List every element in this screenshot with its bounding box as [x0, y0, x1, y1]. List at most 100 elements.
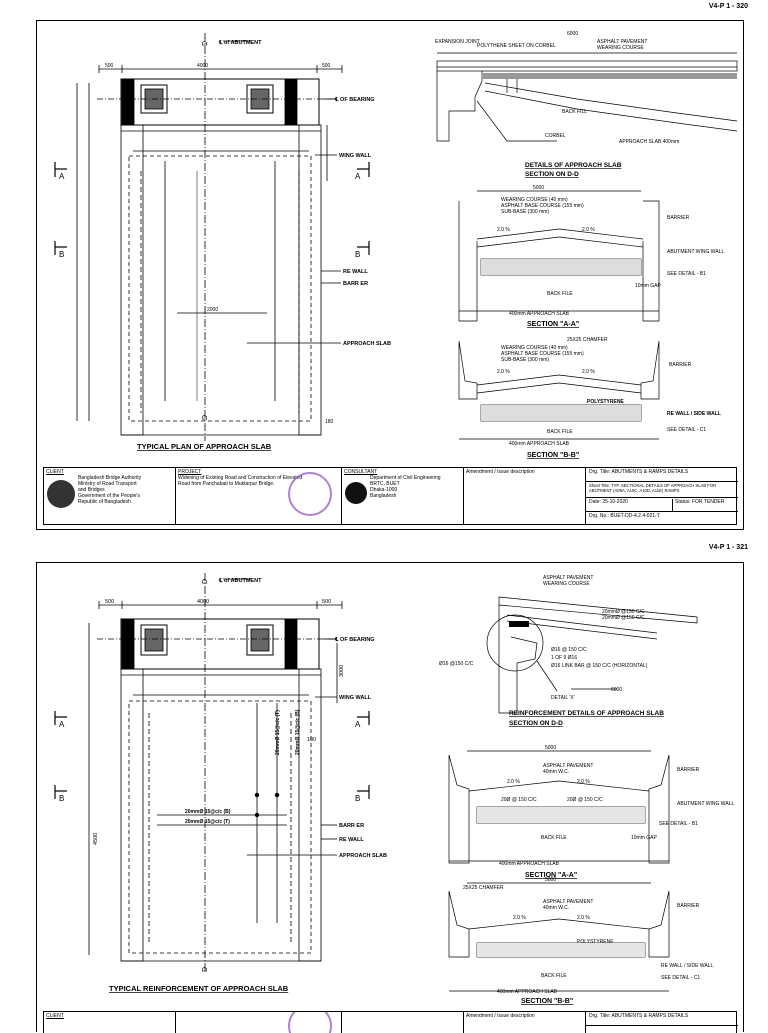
- drg-no: Drg. No.: BUET-DD-4.2.4-021-T: [589, 513, 660, 519]
- wing-wall-label: WING WALL: [339, 153, 372, 159]
- reinf-detail-drawing: [486, 596, 698, 714]
- re-wall-label-2: RE WALL: [339, 837, 364, 843]
- slab-fill-bb: [481, 405, 641, 421]
- reinf-bb-layer-1: ASPHALT PAVEMENT: [543, 899, 593, 905]
- section-aa-title: SECTION "A-A": [527, 321, 579, 328]
- title-block-1: CLIENT Bangladesh Bridge Authority Minis…: [43, 467, 738, 525]
- buet-logo: [345, 482, 367, 504]
- approval-stamp-2: [288, 1012, 332, 1033]
- reinf-bb-title: SECTION "B-B": [521, 998, 573, 1005]
- dim-4000-2: 4000: [197, 599, 209, 605]
- expansion-joint-label: EXPANSION JOINT: [435, 39, 480, 45]
- date-status-row: Date: 25-10-2020 Status: FOR TENDER: [586, 498, 738, 512]
- bb-barrier: BARRIER: [669, 362, 692, 368]
- corbel-label: CORBEL: [545, 133, 566, 139]
- amendment-cell: Amendment / Issue description: [464, 468, 586, 524]
- client-heading: CLIENT: [46, 469, 64, 475]
- bar-b-label: 20mmØ 15@c/c (B): [185, 809, 231, 815]
- reinf-aa-slope-left: 2.0 %: [507, 779, 520, 785]
- client-heading-2: CLIENT: [46, 1013, 64, 1019]
- date: Date: 25-10-2020: [589, 499, 628, 505]
- reinf-bar-1: 20mmØ @150 C/C: [602, 609, 645, 615]
- bb-re-wall: RE WALL / SIDE WALL: [667, 411, 721, 417]
- drawing-info-cell: Drg. Title: ABUTMENTS & RAMPS DETAILS Sh…: [586, 468, 738, 524]
- drg-title: Drg. Title: ABUTMENTS & RAMPS DETAILS: [586, 468, 738, 482]
- reinf-bar-4: Ø16 @150 C/C: [439, 661, 474, 667]
- reinf-bar-3: Ø16 @ 150 C/C: [551, 647, 587, 653]
- reinf-aa-bar-right: 20Ø @ 150 C/C: [567, 797, 603, 803]
- section-bb-title: SECTION "B-B": [527, 452, 579, 459]
- asphalt-label: ASPHALT PAVEMENT: [597, 39, 647, 45]
- section-b-marker-right: B: [355, 250, 360, 259]
- reinf-bar-5: 1 OF 9 Ø16: [551, 655, 577, 661]
- approach-slab-label-2: APPROACH SLAB: [339, 853, 387, 859]
- bb-slope-right: 2.0 %: [582, 369, 595, 375]
- bar-intersection: [254, 812, 260, 818]
- reinf-aa-gap: 10mm GAP: [631, 835, 658, 841]
- plan-drawing-1: ℄ of ABUTMENT ℄ OF BEARING WING WALL RE …: [54, 31, 738, 459]
- client-cell-2: CLIENT: [44, 1012, 176, 1033]
- aa-layer-3: SUB-BASE (300 mm): [501, 209, 549, 215]
- dim-500-left: 500: [105, 63, 114, 69]
- amendment-cell-2: Amendment / Issue description: [464, 1012, 586, 1033]
- page-number: V4-P 1 - 320: [708, 3, 748, 10]
- reinf-bb-chamfer: 25X25 CHAMFER: [463, 885, 504, 891]
- sheet-title: Sheet Title: TYP. SECTIONAL DETAILS OF A…: [586, 482, 738, 498]
- section-a-marker-right: A: [355, 172, 361, 181]
- reinf-bb-poly: POLYSTYRENE: [577, 939, 614, 945]
- aa-gap: 10mm GAP: [635, 283, 662, 289]
- reinf-bar-6: Ø16 LINK BAR @ 150 C/C (HORIZONTAL): [551, 663, 648, 669]
- polythene-label: POLYTHENE SHEET ON CORBEL: [477, 43, 556, 49]
- aa-abutment-wing-wall: ABUTMENT WING WALL: [667, 249, 724, 255]
- reinf-detail-title: REINFORCEMENT DETAILS OF APPROACH SLAB: [509, 710, 664, 717]
- bb-slab-label: 400mm APPROACH SLAB: [509, 441, 570, 447]
- aa-barrier: BARRIER: [667, 215, 690, 221]
- bearing-label-2: ℄ OF BEARING: [334, 636, 375, 643]
- bar-intersection: [254, 792, 260, 798]
- reinf-aa-layer-1: ASPHALT PAVEMENT: [543, 763, 593, 769]
- dim-6000: 6000: [567, 31, 578, 37]
- slab-fill-aa: [481, 259, 641, 275]
- bearing-label: ℄ OF BEARING: [334, 96, 375, 103]
- amendment-heading-2: Amendment / Issue description: [466, 1013, 535, 1019]
- reinf-bb-barrier: BARRIER: [677, 903, 700, 909]
- aa-see-detail: SEE DETAIL - B1: [667, 271, 706, 277]
- bb-poly: POLYSTYRENE: [587, 399, 624, 405]
- dim-500-right-2: 500: [322, 599, 331, 605]
- consultant-heading: CONSULTANT: [344, 469, 378, 475]
- reinf-bb-layer-2: 40mm W.C.: [543, 905, 569, 911]
- reinf-aa-wing: ABUTMENT WING WALL: [677, 801, 734, 807]
- drawing-sheet-2: ℄ of ABUTMENT ℄ OF BEARING WING WALL BAR…: [36, 562, 744, 1033]
- bar-intersection: [274, 792, 280, 798]
- section-d-marker-bottom: D: [202, 415, 209, 420]
- bar-v2-label: 20mmØ 15@c/c (B): [295, 709, 301, 755]
- slab-400-label: APPROACH SLAB 400mm: [619, 139, 679, 145]
- client-text: Bangladesh Bridge Authority Ministry of …: [78, 475, 142, 505]
- section-d-marker-top: D: [202, 41, 209, 46]
- aa-layer-2: ASPHALT BASE COURSE (155 mm): [501, 203, 584, 209]
- section-b-marker-left-2: B: [59, 794, 64, 803]
- drawing-info-cell-2: Drg. Title: ABUTMENTS & RAMPS DETAILS: [586, 1012, 738, 1033]
- section-a-marker-left: A: [59, 172, 65, 181]
- detail-x-label: DETAIL 'X': [551, 695, 575, 701]
- reinf-aa-title: SECTION "A-A": [525, 872, 577, 879]
- wing-wall-label-2: WING WALL: [339, 695, 372, 701]
- client-cell: CLIENT Bangladesh Bridge Authority Minis…: [44, 468, 176, 524]
- approval-stamp: [288, 472, 332, 516]
- reinf-bb-slope-left: 2.0 %: [513, 915, 526, 921]
- bb-see-detail: SEE DETAIL - C1: [667, 427, 706, 433]
- re-wall-label: RE WALL: [343, 269, 368, 275]
- aa-slope-left: 2.0 %: [497, 227, 510, 233]
- dim-4500: 4500: [93, 833, 99, 845]
- section-d-marker-top-2: D: [202, 579, 209, 584]
- reinf-aa-slab: 400mm APPROACH SLAB: [499, 861, 560, 867]
- dim-3000: 3000: [339, 665, 345, 677]
- bb-chamfer: 25X25 CHAMFER: [567, 337, 608, 343]
- title-block-2: CLIENT Amendment / Issue description Drg…: [43, 1011, 738, 1033]
- reinf-slab-aa: [477, 807, 645, 823]
- reinf-wearing: WEARING COURSE: [543, 581, 590, 587]
- section-d-marker-bottom-2: D: [202, 967, 209, 972]
- reinf-aa-bar-left: 20Ø @ 150 C/C: [501, 797, 537, 803]
- abutment-label-2: ℄ of ABUTMENT: [218, 577, 262, 584]
- reinf-aa-detail: SEE DETAIL - B1: [659, 821, 698, 827]
